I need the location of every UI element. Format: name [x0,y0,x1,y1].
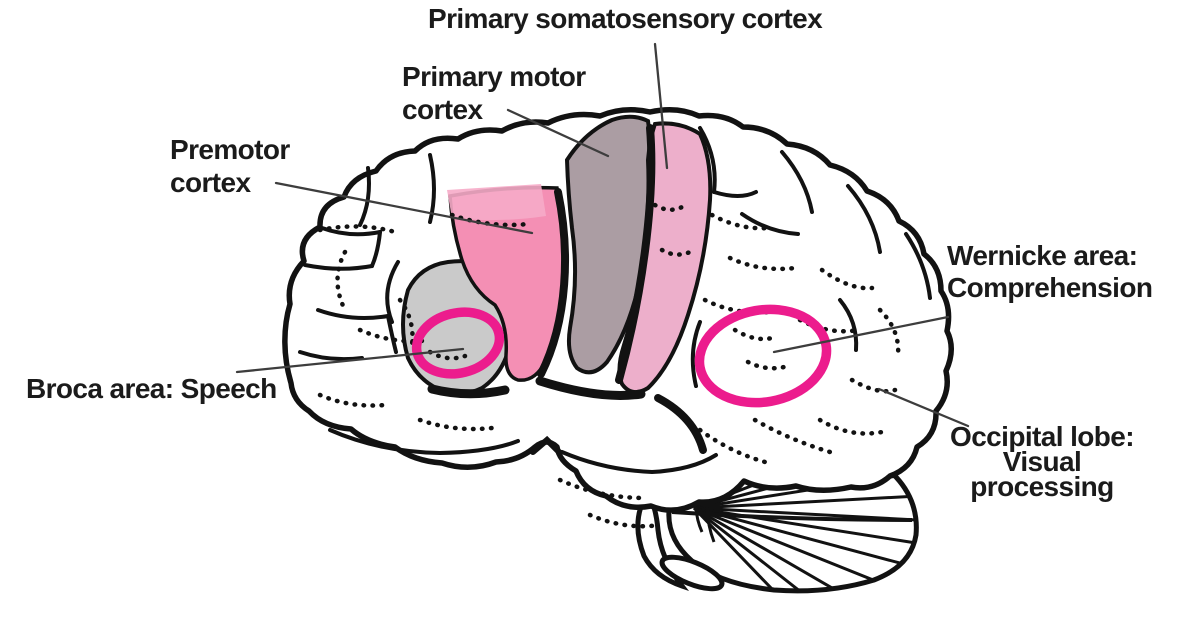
leader-lines [235,42,970,428]
label-line: cortex [402,94,483,125]
label-primary-somatosensory-cortex: Primary somatosensory cortex [428,3,823,34]
label-broca-area: Broca area: Speech [26,373,277,404]
leader-somatosensory [653,42,669,170]
label-line: Visual [1002,446,1082,477]
label-premotor-cortex: Premotor cortex [170,133,290,199]
label-line: Premotor [170,134,290,165]
wernicke-area-ring [694,304,832,408]
premotor-light-patch [447,184,546,221]
leader-occipital [877,387,970,428]
major-sulci [427,124,707,456]
label-line: processing [970,471,1114,502]
label-primary-motor-cortex: Primary motor cortex [402,60,586,126]
label-line: Primary motor [402,61,586,92]
label-line: Occipital lobe: [950,421,1135,452]
leader-premotor [274,181,534,235]
dotted-sulci [317,202,901,529]
leader-wernicke [772,315,950,354]
label-line: cortex [170,167,251,198]
label-occipital-lobe: Occipital lobe: Visual processing [938,421,1146,502]
label-wernicke-area: Wernicke area: Comprehension [947,240,1153,304]
label-line: Comprehension [947,272,1153,303]
minor-sulci [298,126,932,475]
leader-primary-motor [506,108,610,158]
leader-broca [235,347,465,374]
brainstem [635,487,725,592]
label-line: Wernicke area: [947,240,1138,271]
primary-motor-cortex-region [564,114,656,375]
